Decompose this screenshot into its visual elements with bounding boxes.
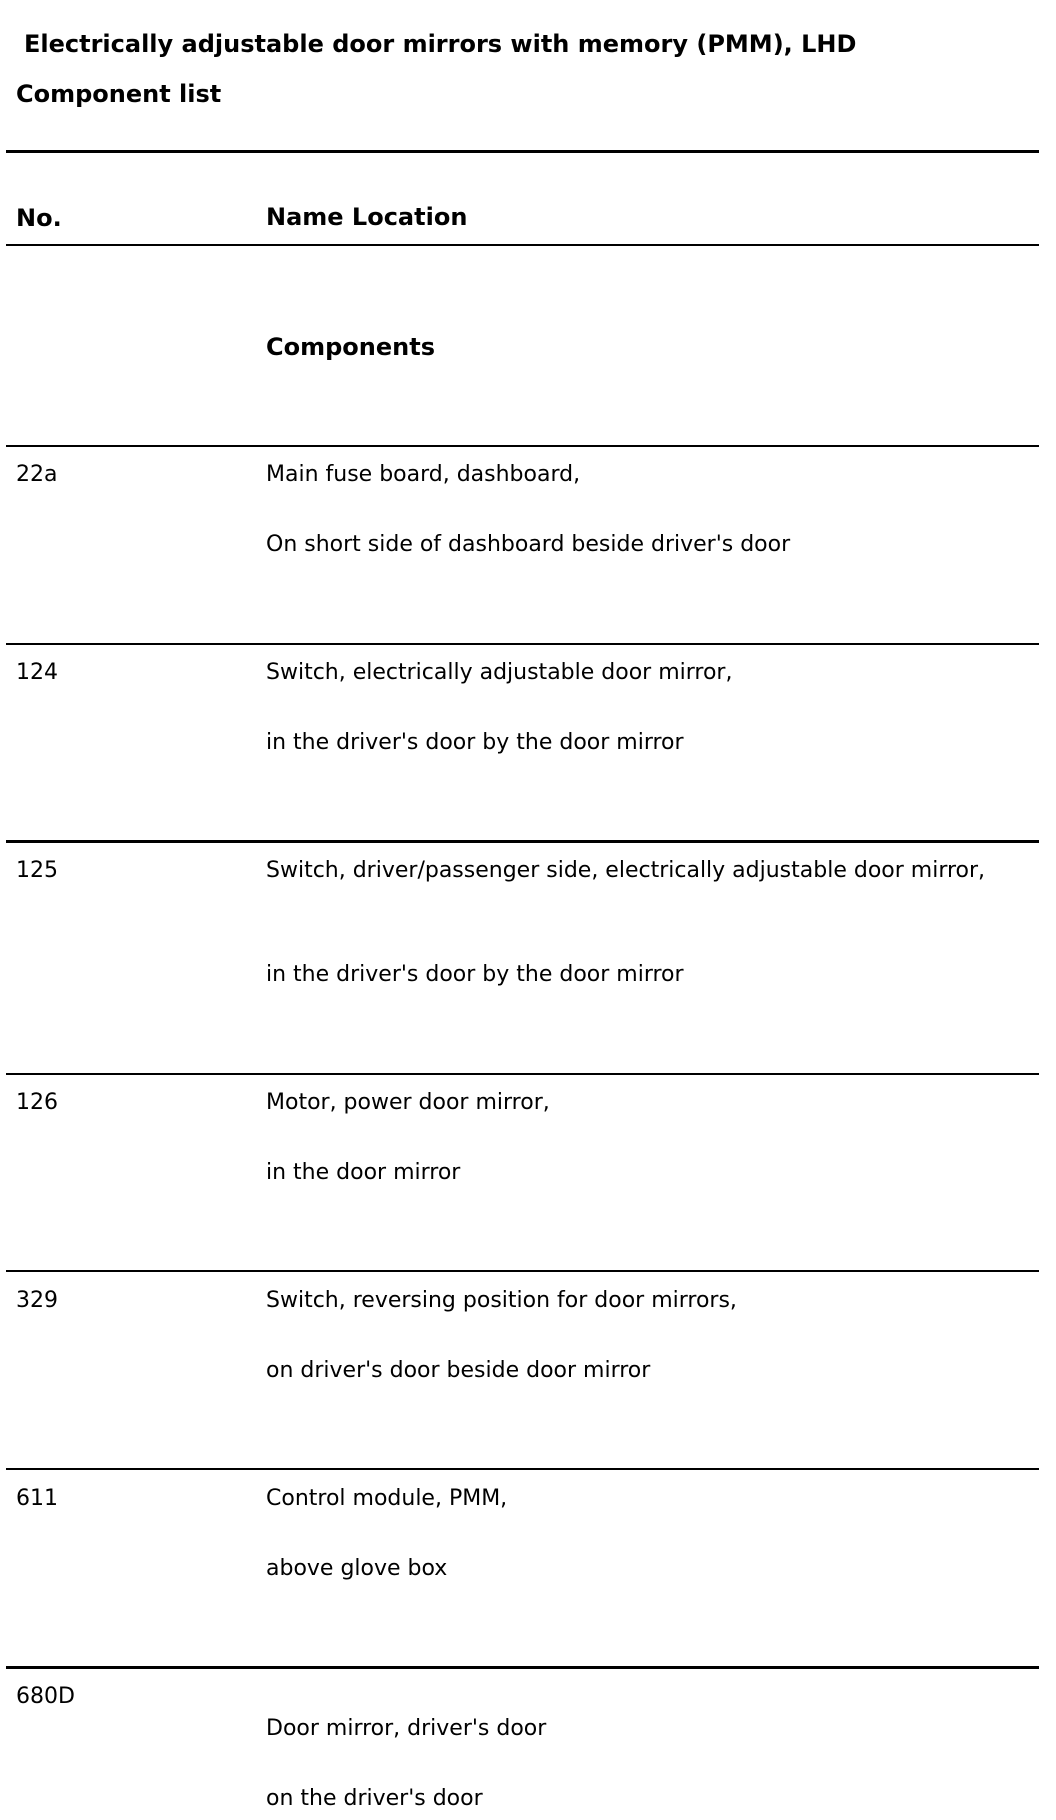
row-number: 22a bbox=[16, 462, 58, 487]
page-subtitle: Component list bbox=[16, 80, 222, 108]
row-location: On short side of dashboard beside driver… bbox=[266, 532, 791, 557]
row-name: Switch, electrically adjustable door mir… bbox=[266, 660, 733, 685]
row-name: Switch, reversing position for door mirr… bbox=[266, 1288, 737, 1313]
row-name: Door mirror, driver's door bbox=[266, 1716, 547, 1741]
row-number: 329 bbox=[16, 1288, 58, 1313]
column-header-no: No. bbox=[16, 204, 62, 232]
row-divider bbox=[6, 643, 1039, 645]
row-number: 124 bbox=[16, 660, 58, 685]
row-number: 611 bbox=[16, 1486, 58, 1511]
page-title: Electrically adjustable door mirrors wit… bbox=[24, 30, 857, 58]
section-heading: Components bbox=[266, 333, 435, 361]
row-location: in the door mirror bbox=[266, 1160, 461, 1185]
row-number: 125 bbox=[16, 858, 58, 883]
row-divider bbox=[6, 1270, 1039, 1272]
row-name: Control module, PMM, bbox=[266, 1486, 508, 1511]
header-rule bbox=[6, 244, 1039, 246]
row-location: above glove box bbox=[266, 1556, 448, 1581]
row-name: Switch, driver/passenger side, electrica… bbox=[266, 858, 986, 883]
row-name: Motor, power door mirror, bbox=[266, 1090, 550, 1115]
row-divider bbox=[6, 1073, 1039, 1075]
row-location: in the driver's door by the door mirror bbox=[266, 962, 684, 987]
row-divider bbox=[6, 840, 1039, 843]
row-location: on driver's door beside door mirror bbox=[266, 1358, 651, 1383]
row-name: Main fuse board, dashboard, bbox=[266, 462, 581, 487]
row-number: 126 bbox=[16, 1090, 58, 1115]
column-header-name-location: Name Location bbox=[266, 203, 468, 231]
row-divider bbox=[6, 445, 1039, 447]
row-number: 680D bbox=[16, 1684, 75, 1709]
table-top-rule bbox=[6, 150, 1039, 153]
row-location: in the driver's door by the door mirror bbox=[266, 730, 684, 755]
row-divider bbox=[6, 1666, 1039, 1669]
row-location: on the driver's door bbox=[266, 1786, 483, 1811]
row-divider bbox=[6, 1468, 1039, 1470]
